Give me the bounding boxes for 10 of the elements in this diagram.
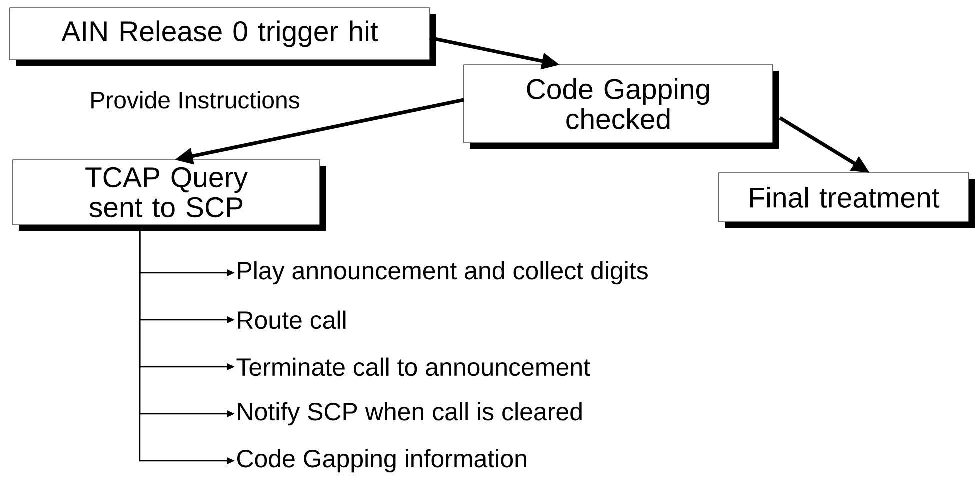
option-text: Terminate call to announcement: [236, 358, 590, 376]
option-text: Code Gapping information: [237, 449, 526, 473]
process-box: TCAP Query sent to SCP: [12, 160, 326, 231]
process-box: Final treatment: [718, 172, 975, 228]
process-box: AIN Release 0 trigger hit: [10, 8, 436, 66]
option-text: Play announcement and collect digits: [238, 261, 648, 285]
option-text: Route call: [238, 310, 346, 330]
edge-label: Provide Instructions: [88, 90, 302, 110]
option-text: Notify SCP when call is cleared: [238, 402, 582, 426]
process-box: Code Gapping checked: [464, 64, 779, 149]
